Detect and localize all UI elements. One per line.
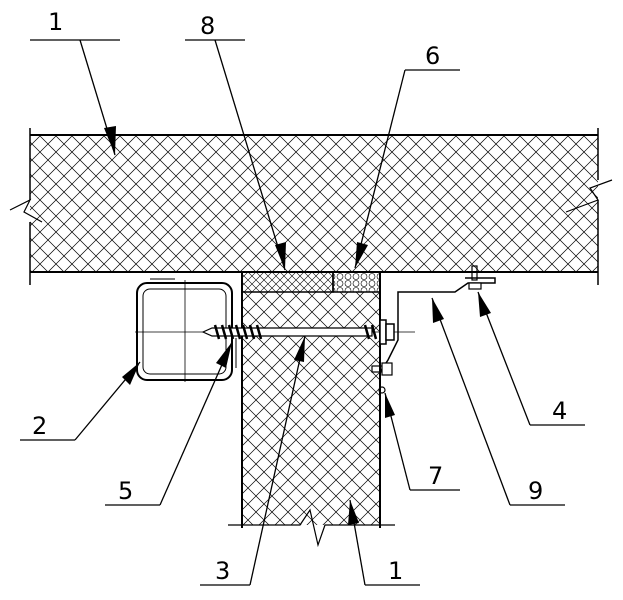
leader-6 [354,69,406,269]
screw-head [385,323,395,341]
leader-9 [431,297,511,506]
left-break-mark [9,198,43,223]
arrowhead-1-bottom [348,500,359,525]
bottom-panel [242,292,380,525]
strip-6 [332,271,381,293]
fastener-nut [468,282,482,290]
bolt-end [378,386,386,394]
fastener-shank [471,265,478,281]
arrowhead-3 [294,336,305,362]
label-5: 5 [118,477,133,505]
screw-washer [379,319,387,345]
label-3: 3 [215,557,230,585]
screw-threads [213,324,378,340]
leader-8 [214,39,286,271]
leader-5 [159,341,233,506]
arrowhead-1-top [104,126,116,155]
arrowhead-4 [478,292,491,317]
bolt-head [381,362,393,376]
top-panel [30,135,598,272]
right-break-mark [565,179,613,213]
arrowhead-5 [216,342,232,368]
leader-3 [249,335,306,586]
arrowhead-6 [355,242,368,268]
label-8: 8 [200,12,215,40]
bottom-break-mark [228,508,395,548]
label-4: 4 [552,397,567,425]
screw-shank [201,327,373,337]
label-1-top: 1 [48,8,63,36]
label-9: 9 [528,477,543,505]
arrowhead-9 [432,298,444,323]
screw [201,319,395,345]
fastener [468,265,482,290]
label-7: 7 [428,462,443,490]
arrowhead-7 [385,393,395,418]
bracket [379,277,496,373]
label-1-bottom: 1 [388,557,403,585]
bolt [371,362,393,394]
label-2: 2 [32,412,47,440]
arrowhead-8 [275,242,286,270]
arrowhead-2 [122,362,140,385]
strip-8 [241,271,334,293]
label-6: 6 [425,42,440,70]
